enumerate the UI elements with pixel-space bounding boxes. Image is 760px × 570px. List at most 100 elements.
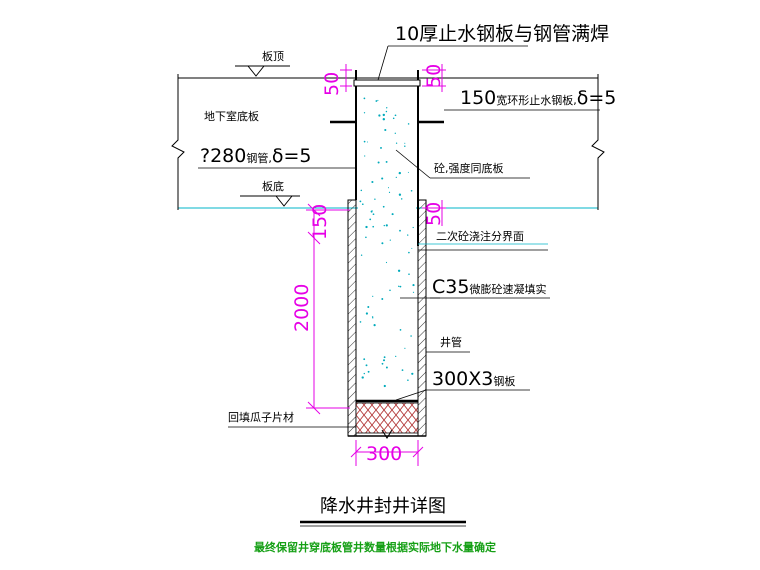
concrete-speckle: [407, 171, 409, 173]
concrete-speckle: [365, 236, 367, 239]
concrete-speckle: [372, 213, 375, 216]
slab-top-marker: [235, 65, 290, 77]
concrete-speckle: [394, 114, 397, 117]
concrete-speckle: [373, 324, 376, 327]
concrete-speckle: [384, 128, 387, 132]
concrete-speckle: [369, 218, 372, 221]
basement-slab-lines: [171, 74, 605, 210]
concrete-speckle: [395, 355, 397, 358]
concrete-speckle: [386, 107, 388, 109]
concrete-speckle: [404, 142, 406, 144]
concrete-speckle: [408, 251, 410, 254]
label-concrete-grade: 砼,强度同底板: [434, 161, 504, 175]
concrete-speckle: [400, 198, 403, 200]
concrete-speckle: [394, 132, 396, 134]
concrete-speckle: [398, 171, 401, 175]
label-steel-pipe: ?280钢管,δ=5: [200, 145, 312, 167]
concrete-speckle: [381, 242, 384, 245]
concrete-speckle: [383, 224, 385, 227]
concrete-speckle: [359, 200, 362, 203]
concrete-speckle: [371, 210, 373, 212]
concrete-speckle: [385, 366, 388, 369]
slab-bottom-marker: [240, 195, 300, 207]
concrete-speckle: [411, 247, 413, 249]
concrete-speckle: [399, 285, 402, 288]
concrete-speckle: [385, 224, 388, 227]
concrete-speckle: [372, 317, 374, 319]
label-steel-plate-weld: 10厚止水钢板与钢管满焊: [395, 23, 609, 45]
concrete-speckle: [364, 155, 366, 157]
concrete-speckle: [361, 376, 364, 379]
concrete-speckle: [383, 384, 386, 388]
concrete-speckle: [385, 110, 388, 113]
concrete-speckle: [374, 198, 376, 200]
concrete-speckle: [399, 329, 402, 331]
concrete-speckle: [382, 359, 386, 362]
concrete-speckle: [382, 205, 385, 208]
dim-mid-right: 50: [423, 202, 445, 226]
concrete-speckle: [380, 146, 382, 149]
concrete-speckle: [389, 239, 391, 241]
concrete-speckle: [395, 142, 398, 144]
concrete-speckle: [366, 141, 368, 143]
concrete-speckle: [411, 372, 414, 375]
concrete-speckle: [372, 225, 375, 228]
concrete-speckle: [404, 145, 406, 147]
concrete-speckle: [372, 295, 374, 297]
concrete-speckle: [360, 189, 363, 192]
concrete-speckle: [359, 321, 362, 323]
concrete-speckle: [367, 370, 370, 373]
concrete-fill: [358, 88, 416, 400]
concrete-speckle: [375, 100, 378, 102]
dim-top-left: 50: [321, 72, 343, 96]
concrete-speckle: [365, 364, 368, 367]
concrete-speckle: [385, 261, 388, 264]
label-plate-300x3: 300X3钢板: [432, 368, 515, 390]
concrete-speckle: [363, 140, 366, 143]
concrete-speckle: [410, 335, 412, 337]
drawing-note: 最终保留井穿底板管井数量根据实际地下水量确定: [254, 540, 496, 554]
concrete-speckle: [412, 226, 414, 229]
concrete-speckle: [388, 191, 391, 194]
leader-lines: [198, 45, 600, 428]
concrete-speckle: [412, 291, 415, 293]
concrete-speckle: [365, 312, 368, 315]
concrete-speckle: [381, 177, 384, 180]
backfill-gravel: [355, 402, 419, 434]
concrete-speckle: [383, 356, 386, 359]
concrete-speckle: [381, 362, 384, 365]
concrete-speckle: [363, 112, 366, 114]
dim-bottom-300: 300: [366, 443, 402, 465]
concrete-speckle: [399, 229, 401, 232]
concrete-speckle: [389, 289, 391, 292]
concrete-speckle: [360, 254, 363, 256]
concrete-speckle: [363, 358, 366, 361]
label-basement-slab: 地下室底板: [204, 109, 259, 123]
concrete-speckle: [387, 187, 390, 189]
label-backfill: 回填瓜子片材: [228, 410, 294, 424]
concrete-speckle: [407, 234, 409, 236]
label-c35: C35微膨砼速凝填实: [432, 276, 546, 298]
concrete-speckle: [408, 273, 410, 275]
label-second-pour: 二次砼浇注分界面: [436, 229, 524, 243]
concrete-speckle: [395, 176, 397, 179]
concrete-speckle: [398, 193, 402, 196]
concrete-speckle: [363, 97, 366, 100]
label-ring-plate: 150宽环形止水钢板,δ=5: [460, 87, 616, 109]
dim-top-right: 50: [423, 64, 445, 88]
concrete-speckle: [361, 203, 364, 206]
label-slab-top: 板顶: [262, 49, 284, 63]
concrete-speckle: [377, 161, 380, 164]
label-slab-bottom: 板底: [262, 179, 284, 193]
concrete-speckle: [412, 284, 415, 287]
concrete-speckle: [410, 189, 413, 192]
concrete-speckle: [392, 117, 395, 120]
concrete-speckle: [397, 269, 401, 272]
concrete-speckle: [381, 298, 384, 300]
drawing-title: 降水井封井详图: [320, 496, 446, 517]
concrete-speckle: [365, 225, 368, 229]
dim-left-150: 150: [309, 204, 331, 240]
concrete-speckle: [363, 372, 365, 375]
concrete-speckle: [378, 114, 381, 117]
